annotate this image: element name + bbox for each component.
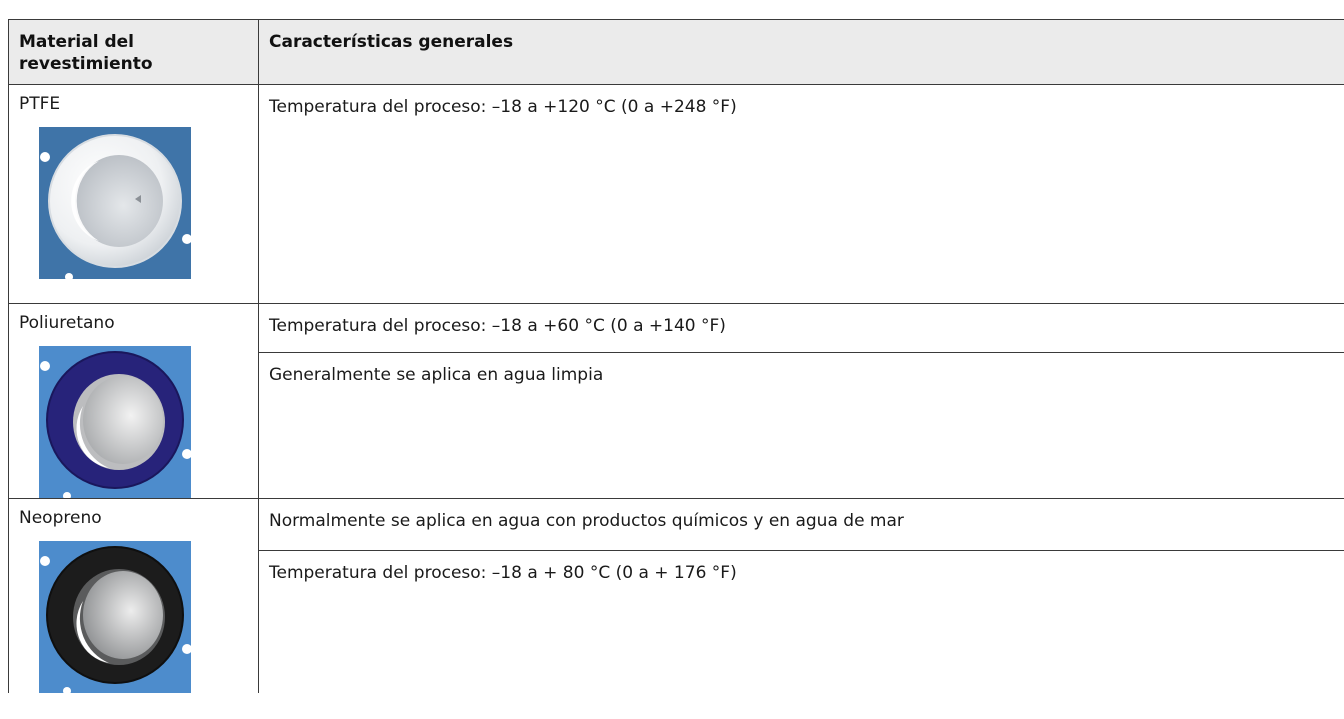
table-header-row: Material del revestimiento Característic… bbox=[8, 19, 1344, 85]
header-material: Material del revestimiento bbox=[8, 19, 259, 85]
material-cell-ptfe: PTFE bbox=[8, 84, 259, 304]
feature-cell: Temperatura del proceso: –18 a +60 °C (0… bbox=[258, 303, 1344, 353]
polyurethane-lining-photo bbox=[39, 346, 191, 498]
lining-materials-table: Material del revestimiento Característic… bbox=[8, 19, 1344, 693]
material-name: Poliuretano bbox=[19, 313, 115, 333]
material-cell-neoprene: Neopreno bbox=[8, 498, 259, 693]
feature-cell: Temperatura del proceso: –18 a +120 °C (… bbox=[258, 84, 1344, 304]
table-row: Generalmente se aplica en agua limpia bbox=[9, 351, 1344, 500]
table-row: Temperatura del proceso: –18 a + 80 °C (… bbox=[9, 550, 1344, 693]
neoprene-lining-photo bbox=[39, 541, 191, 693]
table-row: Poliuretano bbox=[8, 303, 1344, 499]
material-name: Neopreno bbox=[19, 508, 102, 528]
header-features: Características generales bbox=[258, 19, 1344, 85]
table-row: Neopreno bbox=[8, 497, 1344, 693]
feature-cell: Generalmente se aplica en agua limpia bbox=[258, 351, 1344, 500]
feature-cell: Temperatura del proceso: –18 a + 80 °C (… bbox=[258, 550, 1344, 693]
ptfe-lining-photo bbox=[39, 127, 191, 279]
table-row: PTFE bbox=[8, 84, 1344, 304]
feature-cell: Normalmente se aplica en agua con produc… bbox=[258, 497, 1344, 552]
material-cell-polyurethane: Poliuretano bbox=[8, 303, 259, 499]
material-name: PTFE bbox=[19, 94, 61, 114]
